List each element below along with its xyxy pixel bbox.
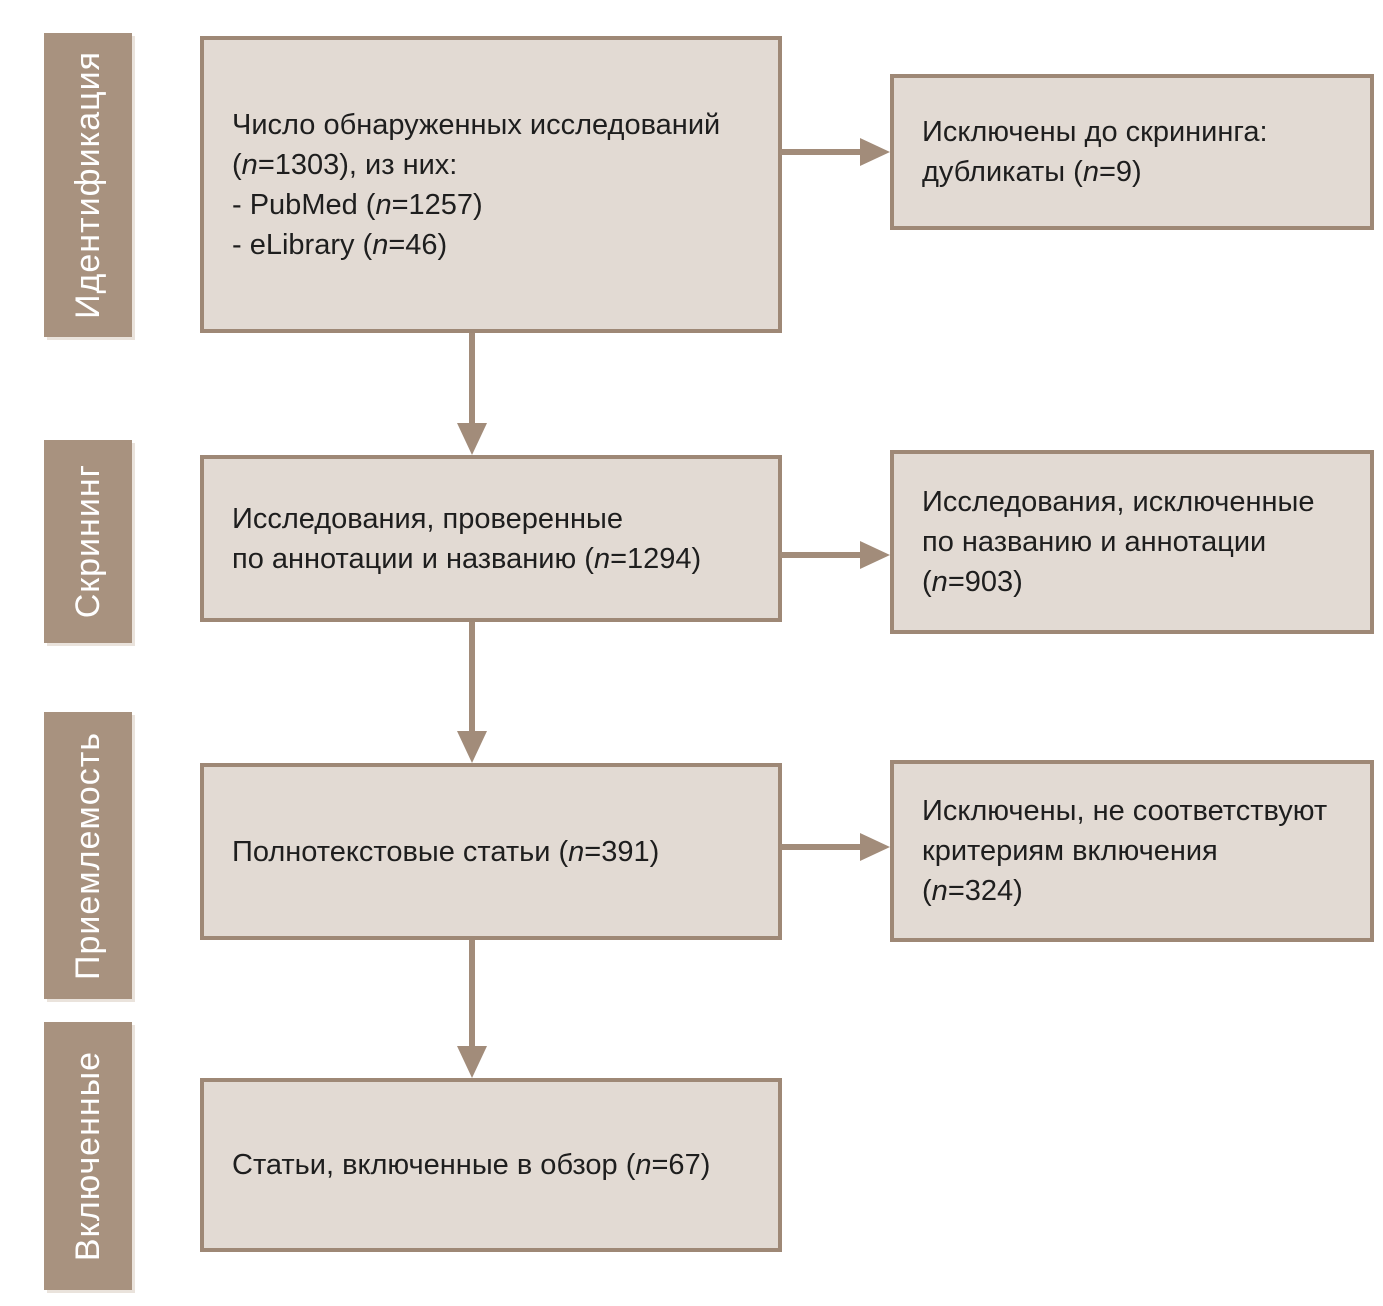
box-articles-included-text: Статьи, включенные в обзор (n=67): [232, 1149, 711, 1181]
stage-label-eligibility: Приемлемость: [44, 712, 132, 999]
down-arrow-identified-to-screened: [457, 333, 487, 455]
stage-label-identification: Идентификация: [44, 33, 132, 337]
stage-label-eligibility-text: Приемлемость: [68, 731, 107, 980]
box-fulltext-articles: Полнотекстовые статьи (n=391): [200, 763, 782, 940]
box-excluded-duplicates: Исключены до скрининга:дубликаты (n=9): [890, 74, 1374, 230]
stage-label-screening: Скрининг: [44, 440, 132, 643]
box-records-identified: Число обнаруженных исследований(n=1303),…: [200, 36, 782, 333]
stage-label-identification-text: Идентификация: [68, 51, 107, 319]
stage-label-included: Включенные: [44, 1022, 132, 1290]
stage-label-screening-text: Скрининг: [68, 464, 107, 619]
right-arrow-to-excluded-title-abstract: [780, 541, 890, 569]
right-arrow-to-excluded-criteria: [780, 833, 890, 861]
box-articles-included: Статьи, включенные в обзор (n=67): [200, 1078, 782, 1252]
down-arrow-fulltext-to-included: [457, 940, 487, 1078]
down-arrow-screened-to-fulltext: [457, 622, 487, 763]
box-fulltext-articles-text: Полнотекстовые статьи (n=391): [232, 835, 660, 868]
box-excluded-duplicates-text: Исключены до скрининга:дубликаты (n=9): [922, 116, 1268, 188]
right-arrow-to-excluded-duplicates: [780, 138, 890, 166]
stage-label-included-text: Включенные: [68, 1050, 107, 1262]
box-records-identified-text: Число обнаруженных исследований(n=1303),…: [232, 108, 721, 261]
